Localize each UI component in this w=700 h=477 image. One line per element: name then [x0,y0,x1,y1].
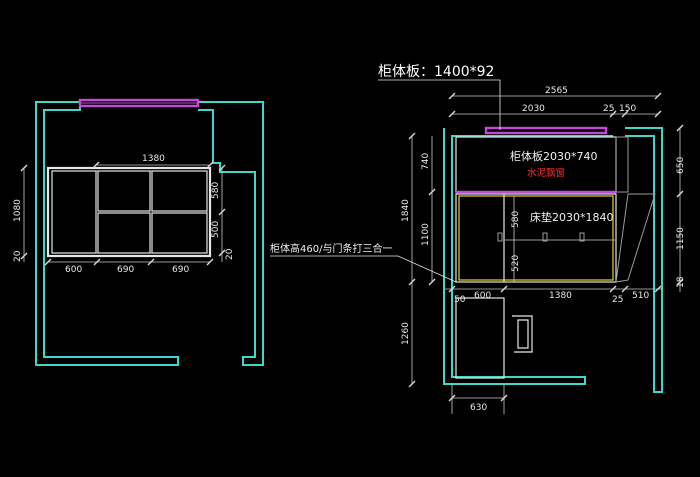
left-cabinet-e [151,212,208,254]
dim-left-740: 740 [421,153,431,170]
chair [512,315,533,353]
left-plan-wall-right [198,101,264,366]
dim-tick [448,285,456,293]
dim-right-20: 20 [225,248,235,260]
dim-bottom-50: 50 [454,295,466,305]
dim-tick [206,161,214,169]
dim-bottom-600: 600 [65,265,82,275]
dim-top-1380: 1380 [142,154,165,164]
dim-right-18: 18 [676,276,686,288]
dim-tick [676,190,684,198]
dim-inner-520: 520 [511,255,521,272]
leader-cabinet-board-top [378,79,501,130]
left-cabinet-outer [46,166,212,258]
left-cabinet-b [97,170,151,212]
dim-top-150: 150 [619,104,636,114]
dim-tick [609,285,617,293]
dim-tick [621,110,629,118]
dim-tick [654,285,662,293]
dim-right-580: 580 [211,182,221,199]
dim-tick [20,164,28,172]
note-concrete-window: 水泥飘窗 [527,167,565,179]
dim-tick [676,124,684,132]
dim-tick [147,258,155,266]
dim-bottom-600: 600 [474,291,491,301]
bed-handle-2 [542,232,548,242]
dim-bottom-1380: 1380 [549,291,572,301]
dim-tick [500,394,508,402]
dim-bottom-25: 25 [612,295,623,305]
dim-top-2565: 2565 [545,86,568,96]
dim-bottom-690b: 690 [172,265,189,275]
dim-tick [218,208,226,216]
dim-left-1260: 1260 [401,322,411,345]
bed-handle-3 [579,232,585,242]
dim-tick [20,252,28,260]
left-cabinet-inner [51,170,208,254]
note-cabinet-board: 柜体板2030*740 [510,149,598,163]
dim-left-1080: 1080 [13,199,23,222]
dim-bottom-630: 630 [470,403,487,413]
dim-tick [408,132,416,140]
leader-cabinet-height [270,255,457,283]
dim-tick [428,278,436,286]
dim-tick [44,258,52,266]
dim-tick [408,278,416,286]
dim-tick [448,394,456,402]
left-cabinet-c [151,170,208,212]
dim-tick [448,110,456,118]
bed-handle-1 [497,232,503,242]
note-mattress: 床垫2030*1840 [530,210,614,224]
left-plan: 1380 600 690 690 1080 20 580 500 20 [13,98,264,366]
desk [455,297,505,379]
dim-left-1100: 1100 [421,223,431,246]
right-elevation: 柜体板：1400*92 2565 2030 25 150 柜体板2030*740… [270,64,686,414]
dim-tick [448,92,456,100]
dim-tick [408,380,416,388]
dim-left-1840: 1840 [401,199,411,222]
dim-tick [92,161,100,169]
dim-tick [428,188,436,196]
dim-inner-580: 580 [511,211,521,228]
right-elevation-wall-right [625,127,663,393]
dim-tick [621,285,629,293]
upper-cabinet-side [615,136,629,193]
dim-left-20: 20 [13,250,23,262]
dim-top-25: 25 [603,104,614,114]
bed-frame [455,193,617,283]
dim-right-1150: 1150 [676,227,686,250]
dim-right-650: 650 [676,157,686,174]
dim-tick [206,258,214,266]
dim-tick [654,110,662,118]
dim-tick [500,285,508,293]
mattress [458,195,614,281]
dim-tick [218,164,226,172]
right-elevation-wall [443,128,613,385]
dim-right-500: 500 [211,221,221,238]
note-cabinet-height: 柜体高460/与门条打三合一 [270,242,392,255]
left-cabinet-d [97,212,151,254]
right-window [484,126,608,135]
dim-top-2030: 2030 [522,104,545,114]
dim-tick [676,278,684,286]
dim-tick [93,258,101,266]
left-cabinet-a [51,170,97,254]
dim-tick [218,249,226,257]
dim-bottom-510: 510 [632,291,649,301]
dim-tick [654,92,662,100]
upper-cabinet [455,136,617,193]
dim-tick [609,110,617,118]
dim-bottom-690a: 690 [117,265,134,275]
note-cabinet-board-top: 柜体板：1400*92 [378,64,494,80]
side-panel-diagonal [615,193,656,283]
left-plan-wall [35,101,179,366]
